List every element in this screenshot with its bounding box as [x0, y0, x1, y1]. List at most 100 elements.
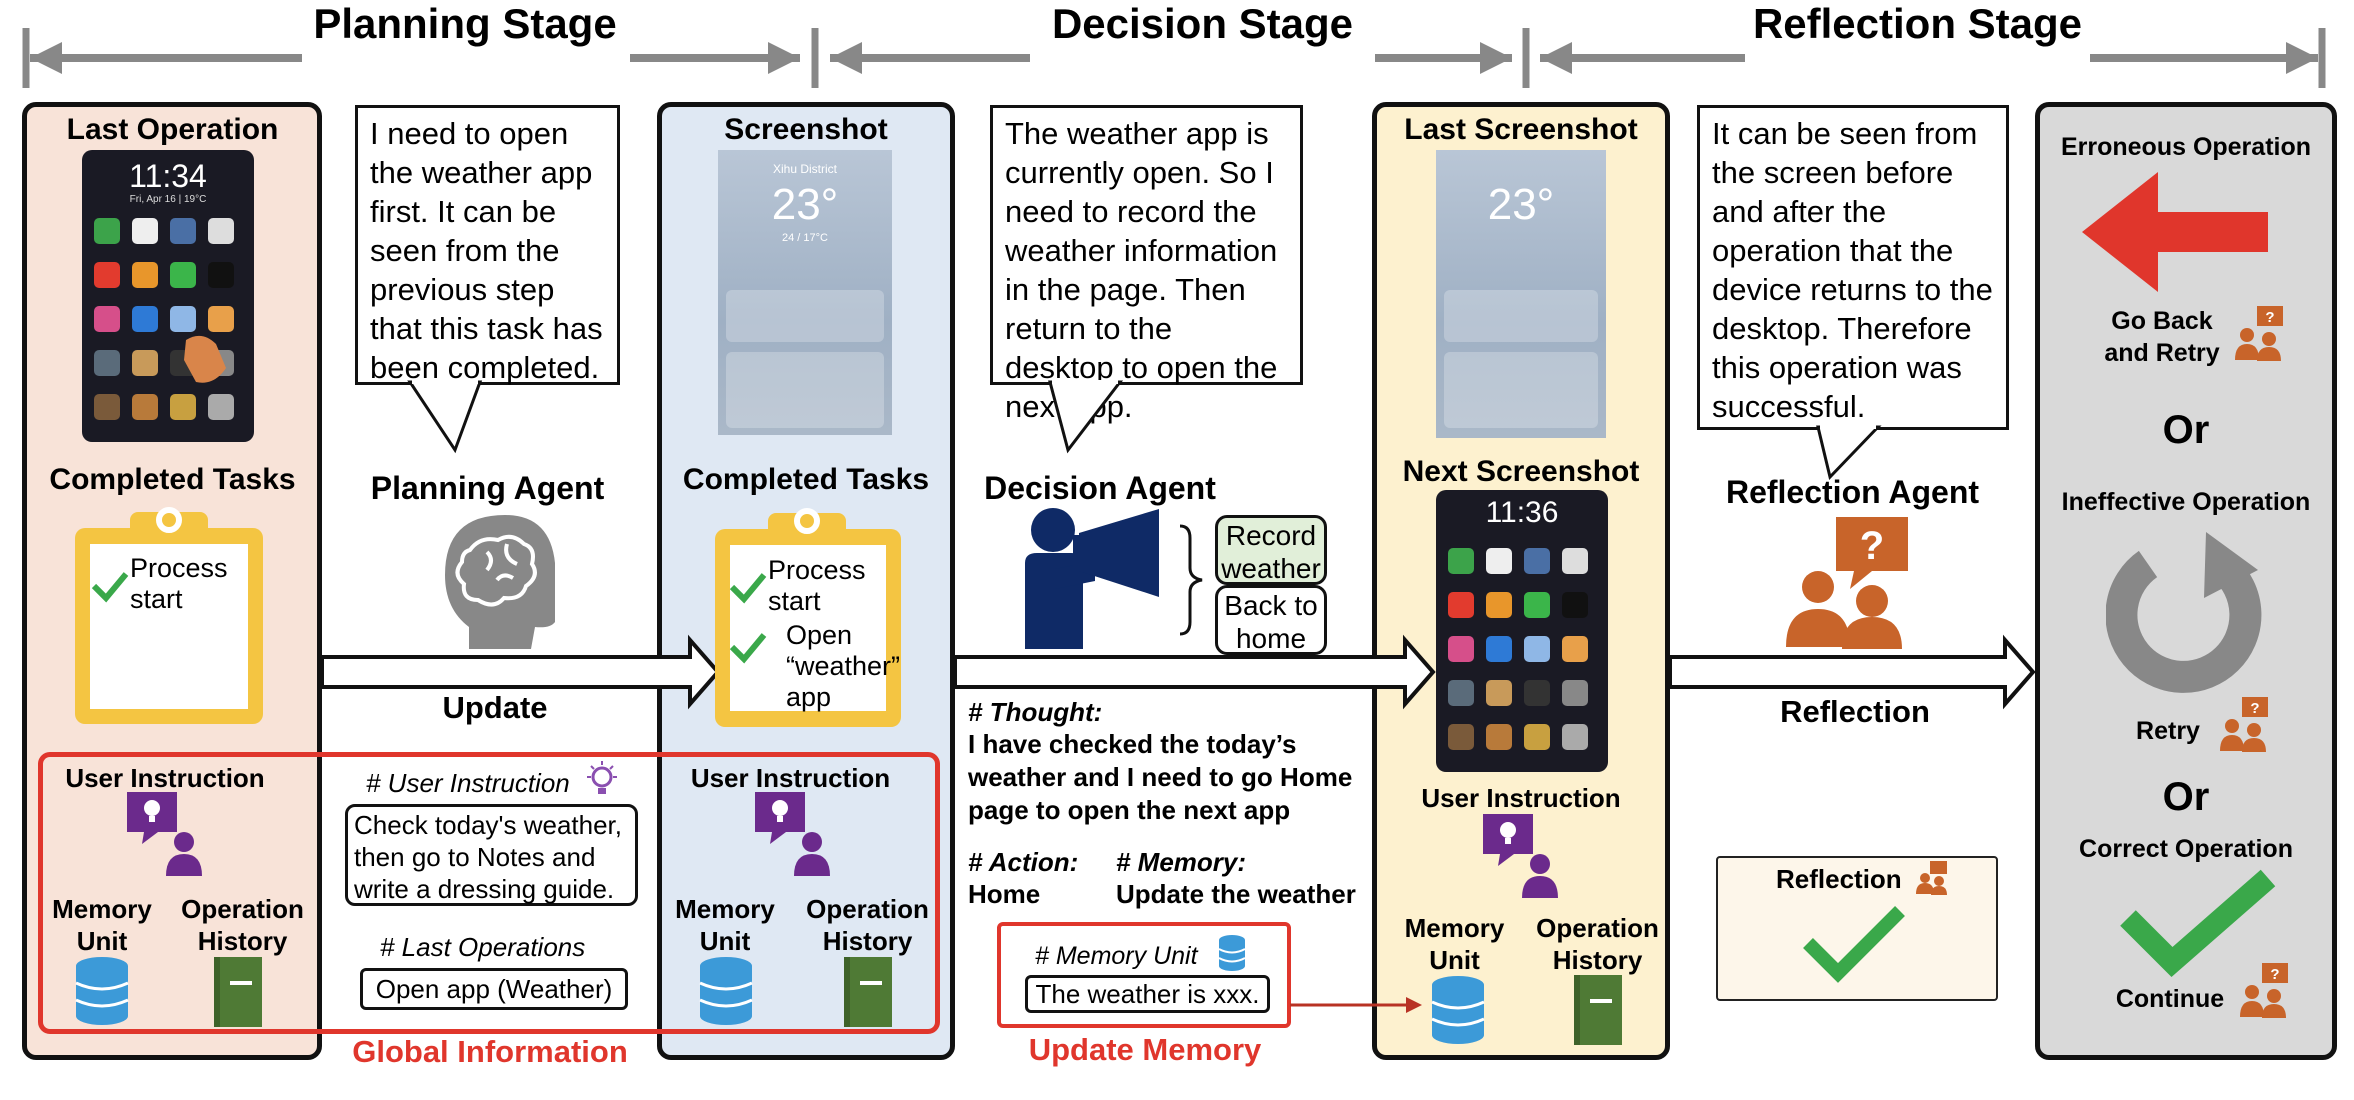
next-screenshot-title: Next Screenshot — [1402, 455, 1640, 488]
weather-range: 24 / 17°C — [782, 232, 828, 244]
svg-text:?: ? — [2265, 309, 2274, 326]
check-icon — [729, 573, 767, 604]
global-user-instruction-icon-1 — [127, 792, 202, 876]
svg-text:?: ? — [2250, 700, 2259, 717]
thought-heading: # Thought: — [968, 697, 1103, 727]
reflection-memory-unit-label: Memory Unit — [1404, 913, 1505, 975]
last-weather-card-2 — [1444, 352, 1598, 428]
reflection-operation-history-label: Operation History — [1536, 913, 1659, 975]
weather-temp: 23° — [771, 180, 839, 229]
or-label-2: Or — [2162, 775, 2210, 819]
last-screenshot-title: Last Screenshot — [1404, 113, 1638, 146]
last-weather-temp: 23° — [1487, 180, 1555, 229]
update-memory-label: Update Memory — [1028, 1032, 1262, 1067]
svg-text:?: ? — [1860, 524, 1884, 568]
global-memory-unit-label-2: Memory Unit — [675, 894, 775, 956]
reflection-result-check-icon — [1803, 906, 1905, 983]
go-back-arrow-icon — [2082, 172, 2268, 292]
reflection-result-label: Reflection — [1776, 864, 1902, 894]
retry-label: Retry — [2136, 717, 2200, 745]
reflection-agent-icon: ? — [1786, 517, 1908, 649]
screenshot-title: Screenshot — [724, 113, 888, 146]
planning-agent-speech: I need to open the weather app first. It… — [355, 105, 620, 385]
phone-screenshot-last-operation: 11:34 Fri, Apr 16 | 19°C — [82, 150, 254, 442]
completed-tasks-title-1: Completed Tasks — [49, 463, 296, 496]
correct-operation-label: Correct Operation — [2079, 835, 2293, 863]
tap-hand-icon — [184, 335, 226, 383]
completed-tasks-title-2: Completed Tasks — [682, 463, 930, 496]
svg-text:?: ? — [2270, 966, 2279, 983]
global-database-icon-1 — [75, 957, 129, 1025]
reflection-result-agent-icon — [1916, 861, 1947, 895]
action-text: Home — [968, 879, 1041, 909]
correct-check-icon — [2120, 869, 2276, 978]
megaphone-person-icon — [1025, 508, 1159, 649]
outcome-panel — [2035, 102, 2337, 1060]
retry-circle-icon — [2106, 532, 2262, 693]
clipboard-icon-2 — [715, 508, 901, 727]
reflection-user-instruction-icon — [1483, 814, 1558, 898]
option-back-to-home: Back to home — [1215, 585, 1327, 655]
app-icon-grid — [94, 218, 234, 420]
memory-unit-box — [997, 922, 1291, 1028]
ineffective-operation-label: Ineffective Operation — [2061, 488, 2311, 516]
global-user-instruction-label-1: User Instruction — [65, 763, 265, 793]
go-back-retry-label: Go Back and Retry — [2104, 307, 2220, 367]
stage-arrows — [22, 28, 2326, 88]
weather-screenshot: Xihu District 23° 24 / 17°C — [718, 150, 892, 435]
bubble-tail-2 — [1048, 380, 1124, 454]
global-user-instruction-icon-2 — [755, 792, 830, 876]
database-icon-small — [1218, 935, 1246, 971]
option-record-weather: Record weather — [1215, 515, 1327, 585]
update-memory-arrow — [1290, 997, 1422, 1013]
weather-hourly-card — [726, 290, 884, 342]
user-instruction-text: Check today's weather, then go to Notes … — [345, 804, 638, 906]
reflection-book-icon — [1574, 975, 1622, 1045]
memory-heading: # Memory: — [1116, 847, 1247, 877]
memory-unit-heading: # Memory Unit — [1035, 942, 1198, 970]
clipboard-icon-1 — [75, 507, 263, 724]
planning-stage-title: Planning Stage — [313, 0, 617, 47]
next-phone-time: 11:36 — [1485, 496, 1559, 529]
action-heading: # Action: — [968, 847, 1079, 877]
global-information-box — [38, 752, 940, 1034]
phone-date: Fri, Apr 16 | 19°C — [129, 194, 207, 205]
update-label: Update — [442, 690, 548, 725]
continue-label: Continue — [2115, 985, 2225, 1013]
reflection-agent-name: Reflection Agent — [1725, 474, 1980, 510]
global-operation-history-label-1: Operation History — [181, 894, 304, 956]
global-memory-unit-label-1: Memory Unit — [52, 894, 152, 956]
planning-task-1: Process start — [130, 553, 228, 614]
global-information-label: Global Information — [352, 1034, 628, 1069]
reflection-stage-title: Reflection Stage — [1752, 0, 2083, 47]
memory-text: Update the weather — [1116, 879, 1356, 909]
reflection-arrow-label: Reflection — [1780, 694, 1930, 729]
bubble-tail-3 — [1816, 425, 1882, 481]
global-operation-history-label-2: Operation History — [806, 894, 929, 956]
weather-forecast-card — [726, 352, 884, 428]
erroneous-operation-label: Erroneous Operation — [2060, 133, 2312, 161]
thought-text: I have checked the today’s weather and I… — [968, 729, 1353, 825]
continue-agent-icon: ? — [2240, 963, 2288, 1018]
or-label-1: Or — [2162, 408, 2210, 452]
bubble-tail-1 — [407, 380, 483, 454]
planning-agent-name: Planning Agent — [370, 470, 605, 506]
phone-time: 11:34 — [129, 158, 207, 194]
decision-task-1: Process start — [768, 555, 866, 616]
option-brace — [1179, 524, 1203, 636]
user-instruction-heading: # User Instruction — [366, 768, 570, 798]
decision-task-2: Open “weather” app — [786, 620, 901, 712]
brain-head-icon — [445, 515, 555, 649]
reflection-agent-speech: It can be seen from the screen before an… — [1697, 105, 2009, 430]
lightbulb-icon — [587, 761, 617, 794]
go-back-agent-icon: ? — [2235, 306, 2283, 361]
flow-arrows — [320, 634, 2036, 710]
decision-agent-speech: The weather app is currently open. So I … — [990, 105, 1303, 424]
reflection-result-box — [1716, 856, 1998, 1001]
last-operations-heading: # Last Operations — [380, 932, 586, 962]
last-weather-screenshot: 23° — [1436, 150, 1606, 438]
global-database-icon-2 — [699, 957, 753, 1025]
last-operation-title: Last Operation — [66, 113, 279, 146]
reflection-user-instruction-label: User Instruction — [1421, 783, 1621, 813]
decision-stage-title: Decision Stage — [1051, 0, 1354, 47]
